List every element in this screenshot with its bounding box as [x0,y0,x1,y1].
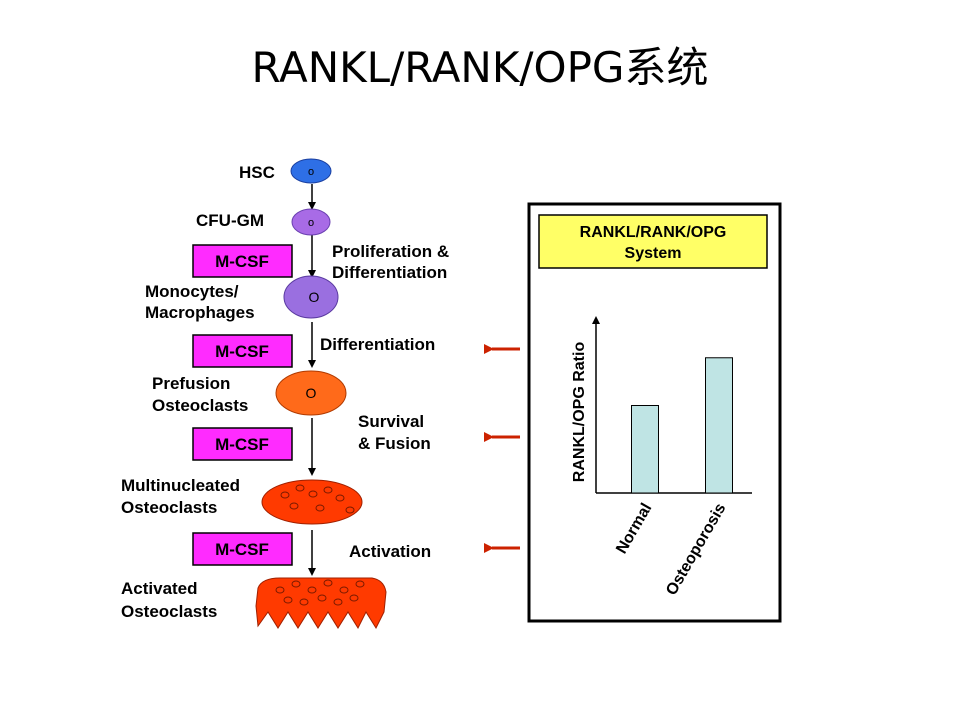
m-csf-box [192,334,293,368]
stage-label-osteoclasts: Osteoclasts [121,602,217,621]
stage-label-multinucleated: Multinucleated [121,476,240,495]
m-csf-box [192,427,293,461]
cfu-gm-cell [291,208,331,236]
stage-label-hsc: HSC [239,163,275,182]
stage-label-monocytes: Monocytes/ [145,282,239,301]
process-label: Differentiation [332,263,447,282]
panel-title-box [538,214,768,269]
m-csf-label: M-CSF [215,252,269,271]
process-label: Proliferation & [332,242,449,261]
m-csf-label: M-CSF [215,540,269,559]
hsc-nucleus: o [308,166,314,178]
cfu-gm-nucleus: o [308,217,314,229]
monocyte-nucleus: O [309,289,320,305]
process-label: Activation [349,542,431,561]
hsc-cell [290,158,332,184]
stage-label-macrophages: Macrophages [145,303,255,322]
stage-label-osteoclasts: Osteoclasts [121,498,217,517]
process-label: & Fusion [358,434,431,453]
stage-label-activated: Activated [121,579,198,598]
panel-title-line-1: RANKL/RANK/OPG [580,224,727,241]
activated-osteoclast-cell [255,577,387,630]
m-csf-label: M-CSF [215,342,269,361]
prefusion-nucleus: O [306,385,317,401]
monocyte-cell [283,275,339,319]
prefusion-osteoclast-cell [275,370,347,416]
stage-label-cfu-gm: CFU-GM [196,211,264,230]
m-csf-label: M-CSF [215,435,269,454]
m-csf-box [192,244,293,278]
process-label: Differentiation [320,335,435,354]
multinucleated-osteoclast-cell [261,479,363,525]
m-csf-box [192,532,293,566]
process-label: Survival [358,412,424,431]
y-axis-label: RANKL/OPG Ratio [571,342,588,483]
stage-label-prefusion: Prefusion [152,374,230,393]
bar-normal [631,405,659,494]
page-title: RANKL/RANK/OPG系统 [251,43,709,92]
panel-title-line-2: System [625,245,682,262]
bar-osteoporosis [705,357,733,494]
stage-label-osteoclasts: Osteoclasts [152,396,248,415]
